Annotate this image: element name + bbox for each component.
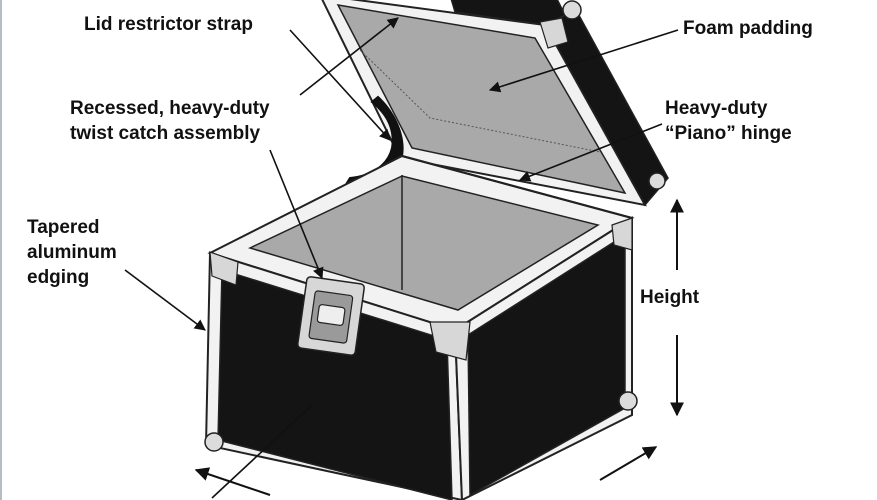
label-edging-line2: aluminum <box>27 242 117 263</box>
box-corner-bracket-right <box>611 217 633 251</box>
label-piano-hinge-line2: “Piano” hinge <box>665 123 792 144</box>
box-foam-interior <box>247 175 600 311</box>
case-body <box>204 154 638 500</box>
label-edging-line3: edging <box>27 267 90 288</box>
lid-foam-recess-line <box>359 49 601 153</box>
dimension-arrows <box>194 198 684 496</box>
lid-foam-panel <box>336 4 627 195</box>
label-lid-restrictor-strap: Lid restrictor strap <box>84 12 253 37</box>
depth-arrow-right <box>599 446 658 481</box>
box-corner-ball-left <box>204 432 224 452</box>
label-twist-catch-line2: twist catch assembly <box>70 123 261 144</box>
label-twist-catch: Recessed, heavy-duty twist catch assembl… <box>70 96 270 146</box>
box-front-panel <box>217 268 453 500</box>
lid-corner-ball <box>562 0 582 20</box>
callout-lines <box>124 17 679 499</box>
callout-hinge <box>518 123 663 182</box>
label-foam-padding: Foam padding <box>683 16 813 41</box>
lid-corner-bracket <box>539 17 569 49</box>
width-arrow-left <box>194 467 271 496</box>
box-corner-bracket-center <box>429 321 471 361</box>
box-corner-ball-right <box>618 391 638 411</box>
callout-lid-strap-2 <box>299 17 399 96</box>
label-foam-padding-text: Foam padding <box>683 18 813 39</box>
lid-hinge-ball <box>648 172 666 190</box>
twist-catch-handle <box>316 304 346 326</box>
box-corner-bracket-left <box>209 251 239 286</box>
label-lid-restrictor-strap-text: Lid restrictor strap <box>84 14 253 35</box>
label-height-text: Height <box>640 287 700 308</box>
label-aluminum-edging: Tapered aluminum edging <box>27 215 117 290</box>
callout-edging <box>124 269 206 331</box>
label-piano-hinge-line1: Heavy-duty <box>665 98 768 119</box>
label-piano-hinge: Heavy-duty “Piano” hinge <box>665 96 792 146</box>
callout-catch <box>269 149 324 280</box>
callout-foam <box>488 29 679 93</box>
callout-lid-strap <box>289 29 391 141</box>
piano-hinge-edge <box>401 155 633 219</box>
label-twist-catch-line1: Recessed, heavy-duty <box>70 98 270 119</box>
callout-front <box>211 404 313 499</box>
label-edging-line1: Tapered <box>27 217 100 238</box>
label-height: Height <box>640 285 699 310</box>
